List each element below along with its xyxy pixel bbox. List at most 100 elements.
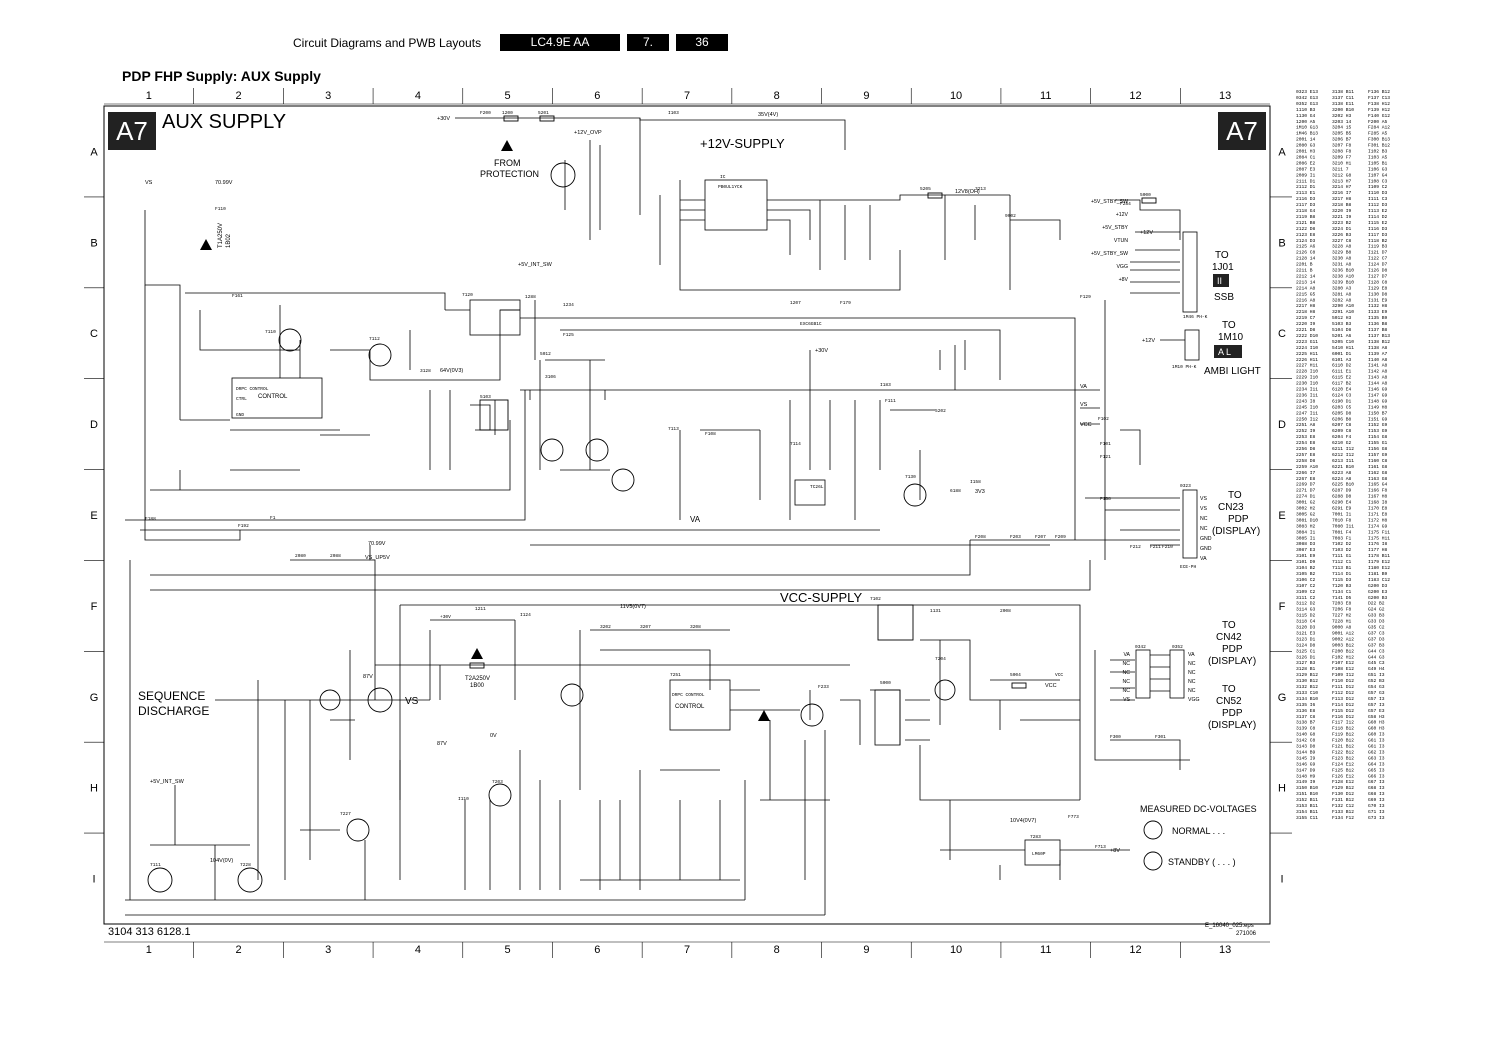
index-cell: F132 C12 — [1332, 803, 1354, 809]
column-index-bottom-12: 12 — [1129, 944, 1141, 956]
connector-cn42-label: TO CN42 PDP (DISPLAY) — [1208, 620, 1256, 667]
index-cell: 6210 G2 — [1332, 440, 1352, 446]
control2-label: CONTROL — [675, 704, 705, 710]
index-cell: I170 E8 — [1368, 506, 1388, 512]
index-cell: F112 D12 — [1332, 690, 1354, 696]
file-name: E_16040_025.eps — [1205, 923, 1254, 929]
svg-text:7227: 7227 — [340, 811, 351, 817]
index-cell: 2123 E8 — [1296, 232, 1316, 238]
svg-text:F207: F207 — [1035, 534, 1046, 540]
index-cell: F131 B12 — [1332, 797, 1354, 803]
index-cell: 3112 D2 — [1296, 601, 1316, 607]
index-cell: 7113 B1 — [1332, 565, 1352, 571]
index-cell: 2219 C7 — [1296, 315, 1316, 321]
index-cell: G61 I3 — [1368, 738, 1385, 744]
index-cell: 3154 B11 — [1296, 809, 1318, 815]
pin-label: GND — [1200, 546, 1212, 552]
index-cell: 2089 I1 — [1296, 172, 1316, 178]
index-cell: 3130 B12 — [1296, 678, 1318, 684]
index-cell: 3145 I9 — [1296, 755, 1316, 761]
index-cell: G51 I3 — [1368, 672, 1385, 678]
svg-text:F773: F773 — [1068, 814, 1079, 820]
doc-number: 3104 313 6128.1 — [108, 926, 191, 938]
svg-text:1200: 1200 — [502, 110, 513, 116]
index-cell: 2226 H11 — [1296, 357, 1318, 363]
index-cell: I167 H8 — [1368, 494, 1388, 500]
index-cell: 2234 I11 — [1296, 387, 1318, 393]
column-index-bottom-10: 10 — [950, 944, 962, 956]
svg-text:DRPC CONTROL: DRPC CONTROL — [236, 386, 269, 392]
index-cell: I151 G9 — [1368, 416, 1388, 422]
index-cell: 1130 G4 — [1296, 113, 1316, 119]
index-cell: 3101 D9 — [1296, 559, 1316, 565]
index-cell: 2201 B — [1296, 262, 1313, 268]
svg-text:A7: A7 — [1226, 116, 1258, 146]
page-number-badge: 36 — [676, 34, 728, 51]
index-cell: I157 G9 — [1368, 452, 1388, 458]
chapter-badge: 7. — [627, 34, 669, 51]
index-cell: F126 E12 — [1332, 773, 1354, 779]
pin-label: VS — [1200, 506, 1207, 512]
svg-text:T2A250V: T2A250V — [465, 676, 490, 682]
index-cell: I174 G9 — [1368, 523, 1388, 529]
index-cell: 6207 C8 — [1332, 422, 1352, 428]
index-cell: I161 G8 — [1368, 464, 1388, 470]
svg-text:35V(4V): 35V(4V) — [758, 112, 778, 118]
index-cell: I109 C2 — [1368, 184, 1388, 190]
index-cell: 9000 A8 — [1332, 625, 1352, 631]
index-cell: 5410 H11 — [1332, 345, 1354, 351]
index-cell: F200 B12 — [1332, 648, 1354, 654]
svg-text:F161: F161 — [232, 293, 243, 299]
index-cell: 2251 A8 — [1296, 422, 1316, 428]
index-cell: I121 D7 — [1368, 250, 1388, 256]
svg-text:5103: 5103 — [480, 394, 491, 400]
index-cell: F107 E12 — [1332, 660, 1354, 666]
svg-text:3128: 3128 — [420, 368, 431, 374]
index-cell: 6290 E4 — [1332, 500, 1352, 506]
index-cell: 3236 B10 — [1332, 268, 1354, 274]
index-cell: 7111 G1 — [1332, 553, 1352, 559]
index-cell: 3152 B11 — [1296, 797, 1318, 803]
svg-text:VCC: VCC — [1080, 422, 1092, 428]
pin-label: +5V_STBY_SW — [1091, 251, 1128, 257]
index-cell: 3151 B10 — [1296, 791, 1318, 797]
index-cell: F108 E12 — [1332, 666, 1354, 672]
index-cell: 3211 7 — [1332, 166, 1349, 172]
index-cell: G64 I3 — [1368, 761, 1385, 767]
svg-text:87V: 87V — [437, 741, 447, 747]
index-cell: G67 I3 — [1368, 779, 1385, 785]
svg-text:5000: 5000 — [1140, 192, 1151, 198]
index-cell: 6203 C5 — [1332, 404, 1352, 410]
index-cell: 3134 B10 — [1296, 696, 1318, 702]
index-cell: G37 D3 — [1368, 636, 1385, 642]
index-cell: G68 I3 — [1368, 785, 1385, 791]
index-cell: 2253 E8 — [1296, 434, 1316, 440]
svg-text:5004: 5004 — [1010, 672, 1021, 678]
sheet-badge-right: A7 — [1218, 112, 1266, 150]
index-cell: I119 B3 — [1368, 244, 1388, 250]
index-cell: 7134 C1 — [1332, 589, 1352, 595]
index-cell: 2128 14 — [1296, 256, 1316, 262]
svg-text:T1A250V: T1A250V — [218, 223, 224, 248]
svg-text:NORMAL . . .: NORMAL . . . — [1172, 826, 1225, 836]
svg-text:+5V_INT_SW: +5V_INT_SW — [150, 779, 185, 785]
pin-label: NC — [1200, 516, 1208, 522]
index-cell: 6001 D1 — [1332, 351, 1352, 357]
index-cell: 7203 E8 — [1332, 601, 1352, 607]
svg-text:F125: F125 — [563, 332, 574, 338]
index-cell: 3123 D1 — [1296, 636, 1316, 642]
index-cell: 3147 D9 — [1296, 767, 1316, 773]
index-cell: G70 I3 — [1368, 803, 1385, 809]
svg-text:F129: F129 — [1080, 294, 1091, 300]
svg-text:F209: F209 — [1055, 534, 1066, 540]
svg-text:TC26L: TC26L — [810, 484, 824, 490]
index-cell: G71 I3 — [1368, 809, 1385, 815]
index-cell: 3227 C8 — [1332, 238, 1352, 244]
column-index-1: 1 — [146, 90, 152, 102]
svg-text:F210: F210 — [1162, 544, 1173, 550]
index-cell: I139 A7 — [1368, 351, 1388, 357]
from-protection-line2: PROTECTION — [480, 169, 539, 179]
index-cell: 2266 I7 — [1296, 470, 1316, 476]
index-cell: I144 A8 — [1368, 381, 1388, 387]
index-cell: I175 F11 — [1368, 529, 1390, 535]
